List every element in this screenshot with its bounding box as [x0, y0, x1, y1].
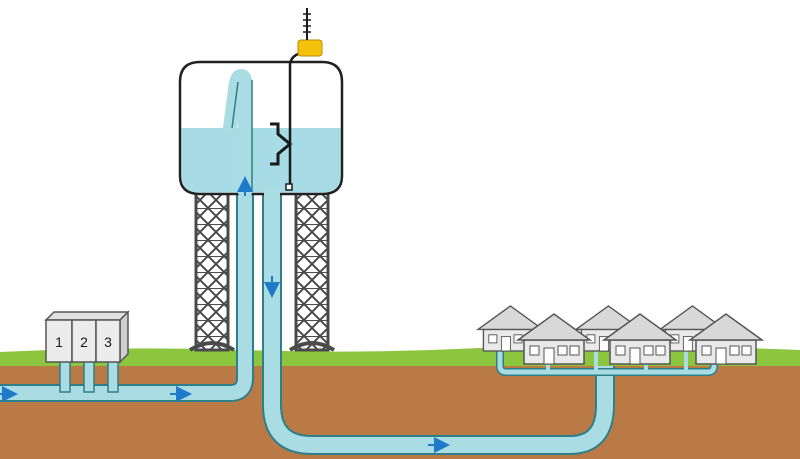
house-roof — [657, 305, 727, 331]
house-window — [729, 345, 740, 356]
house-window — [643, 345, 654, 356]
tank-inlet-pipe-edge — [231, 80, 253, 192]
house — [601, 313, 679, 365]
house — [687, 313, 765, 365]
flow-arrows — [0, 176, 450, 453]
float-switch-icon — [270, 122, 293, 166]
house — [515, 313, 593, 365]
pump-2-label: 2 — [80, 334, 88, 350]
tower-leg-left — [188, 190, 236, 352]
house-feeder-pipe-fill — [497, 350, 717, 375]
house-door — [500, 336, 511, 352]
house-door — [543, 347, 555, 365]
tower-leg-right — [288, 190, 336, 352]
house-window — [615, 345, 626, 356]
sensor-box-icon — [297, 39, 323, 57]
house-door — [682, 336, 693, 352]
pump-station: 1 2 3 — [44, 310, 130, 393]
house-window — [529, 345, 540, 356]
antenna — [297, 8, 323, 57]
house-window — [557, 345, 568, 356]
tank-inlet-pipe — [223, 68, 252, 199]
house-window — [741, 345, 752, 356]
house-door — [715, 347, 727, 365]
house-roof — [475, 305, 545, 331]
tank-water — [181, 128, 341, 193]
house-window — [655, 345, 666, 356]
houses — [475, 305, 765, 365]
house-roof — [573, 305, 643, 331]
house-roof — [687, 313, 765, 341]
house-window — [569, 345, 580, 356]
house-window — [701, 345, 712, 356]
pump-1-label: 1 — [55, 334, 63, 350]
pump-3-label: 3 — [104, 334, 112, 350]
house-door — [629, 347, 641, 365]
house-roof — [515, 313, 593, 341]
pump-3-box — [95, 319, 121, 363]
house-roof — [601, 313, 679, 341]
house-door — [598, 336, 609, 352]
house-window — [488, 334, 498, 344]
tank-outlet-stub — [264, 186, 280, 200]
water-tank — [178, 60, 344, 196]
